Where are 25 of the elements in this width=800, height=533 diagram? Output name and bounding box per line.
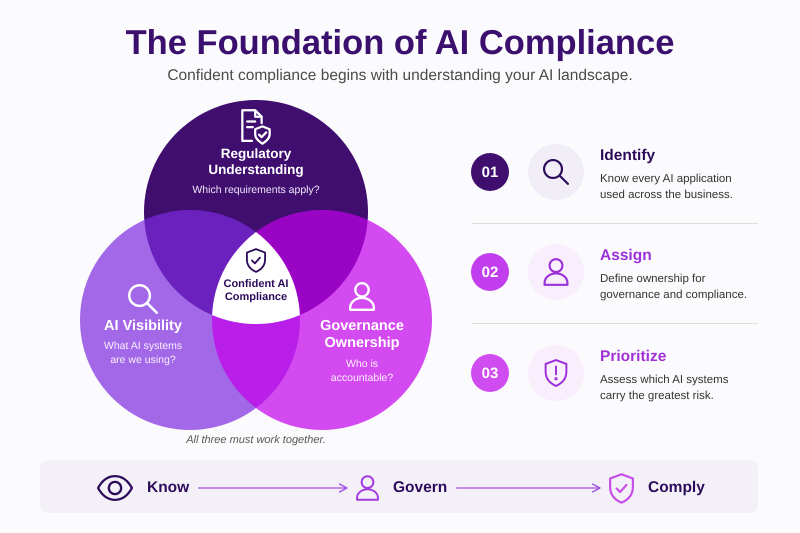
step-description: Define ownership for governance and compliance. — [600, 272, 748, 303]
step-title: Prioritize — [600, 347, 666, 366]
flow-step-label: Comply — [648, 479, 705, 497]
circle-title: Regulatory Understanding — [207, 146, 305, 178]
step-number-badge: 01 — [471, 153, 509, 191]
subtitle: Confident compliance begins with understanding your AI landscape. — [167, 67, 633, 85]
flow-step-label: Know — [147, 479, 190, 497]
step-number-badge: 03 — [471, 354, 509, 392]
title: The Foundation of AI Compliance — [126, 23, 674, 63]
venn-circle — [212, 210, 432, 430]
circle-question: What AI systems are we using? — [102, 339, 184, 367]
venn-caption: All three must work together. — [186, 433, 326, 447]
step-number-badge: 02 — [471, 253, 509, 291]
circle-question: Which requirements apply? — [192, 184, 320, 197]
step-title: Identify — [600, 146, 656, 165]
step-description: Assess which AI systems carry the greatest risk. — [600, 373, 730, 404]
circle-question: Who is accountable? — [330, 357, 394, 385]
arrow — [456, 483, 601, 493]
center-title: Confident AI Compliance — [222, 278, 290, 304]
circle-title: Governance Ownership — [319, 318, 405, 352]
flow-step-label: Govern — [393, 479, 448, 497]
step-title: Assign — [600, 246, 652, 265]
step-description: Know every AI application used across the business. — [600, 172, 734, 203]
circle-title: AI Visibility — [104, 318, 182, 335]
arrow — [198, 483, 348, 493]
